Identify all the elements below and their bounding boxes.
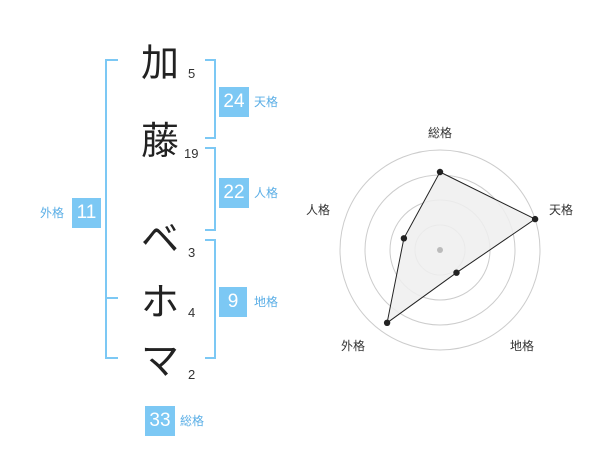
- radar-label-jinkaku: 人格: [306, 203, 331, 217]
- radar-point-4: [383, 319, 391, 326]
- jinkaku-label: 人格: [254, 186, 279, 200]
- name-char-5: マ: [141, 339, 180, 383]
- tenkaku-label: 天格: [254, 95, 279, 109]
- stroke-count-4: 4: [188, 305, 196, 320]
- stroke-count-5: 2: [188, 367, 196, 382]
- radar-point-3: [453, 269, 460, 276]
- gaikaku-badge: 11: [72, 198, 101, 228]
- radar-area: [386, 171, 537, 324]
- soukaku-badge: 33: [145, 406, 175, 436]
- stroke-count-2: 19: [184, 146, 199, 161]
- chikaku-label: 地格: [254, 295, 279, 309]
- radar-point-1: [436, 168, 444, 176]
- name-char-3: ベ: [141, 217, 180, 261]
- radar-center-dot: [437, 247, 443, 253]
- radar-grid-ring: [339, 149, 541, 351]
- jinkaku-badge: 22: [219, 178, 249, 208]
- radar-point-2: [531, 215, 539, 223]
- tenkaku-badge: 24: [219, 87, 249, 117]
- radar-label-soukaku: 総格: [428, 126, 453, 140]
- chikaku-badge: 9: [219, 287, 247, 317]
- gaikaku-bracket: [105, 59, 118, 359]
- stroke-count-1: 5: [188, 66, 196, 81]
- tenkaku-bracket: [205, 59, 216, 139]
- radar-label-chikaku: 地格: [510, 339, 535, 353]
- radar-label-tenkaku: 天格: [549, 203, 574, 217]
- name-char-4: ホ: [141, 280, 180, 324]
- radar-label-gaikaku: 外格: [341, 339, 366, 353]
- chikaku-bracket: [205, 239, 216, 359]
- name-char-2: 藤: [141, 119, 180, 163]
- soukaku-label: 総格: [180, 414, 205, 428]
- stroke-count-3: 3: [188, 245, 196, 260]
- jinkaku-bracket: [205, 147, 216, 231]
- gaikaku-label: 外格: [40, 206, 65, 220]
- radar-point-5: [400, 235, 408, 242]
- name-char-1: 加: [141, 41, 180, 85]
